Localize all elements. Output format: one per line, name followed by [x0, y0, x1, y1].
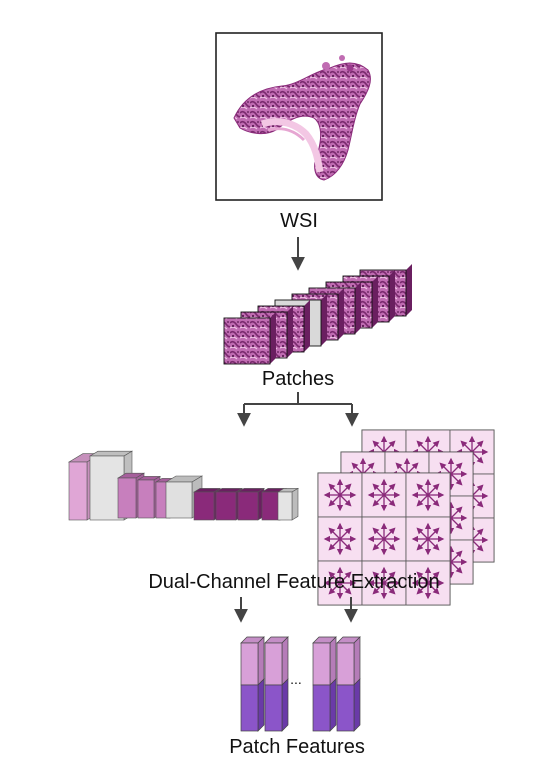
feature-vector-bar	[336, 636, 361, 732]
feature-bars-icon	[240, 636, 361, 732]
feature-vector-bar	[264, 636, 289, 732]
patches-label: Patches	[262, 368, 334, 390]
patches-stack-icon	[223, 264, 412, 365]
cnn-blocks-icon	[67, 450, 300, 521]
wsi-tissue-icon	[233, 55, 371, 181]
feature-vector-bar	[240, 636, 265, 732]
branch-arrows	[237, 392, 359, 427]
patch-tile	[223, 312, 276, 365]
extraction-label: Dual-Channel Feature Extraction	[148, 571, 439, 593]
cnn-block	[276, 487, 300, 521]
attention-grid-icon	[317, 429, 495, 606]
features-label: Patch Features	[229, 736, 365, 758]
wsi-panel	[215, 32, 383, 201]
cnn-block	[236, 487, 266, 521]
ellipsis-label: ...	[290, 671, 302, 687]
wsi-label: WSI	[280, 210, 318, 232]
attention-grid	[317, 472, 451, 606]
feature-vector-bar	[312, 636, 337, 732]
